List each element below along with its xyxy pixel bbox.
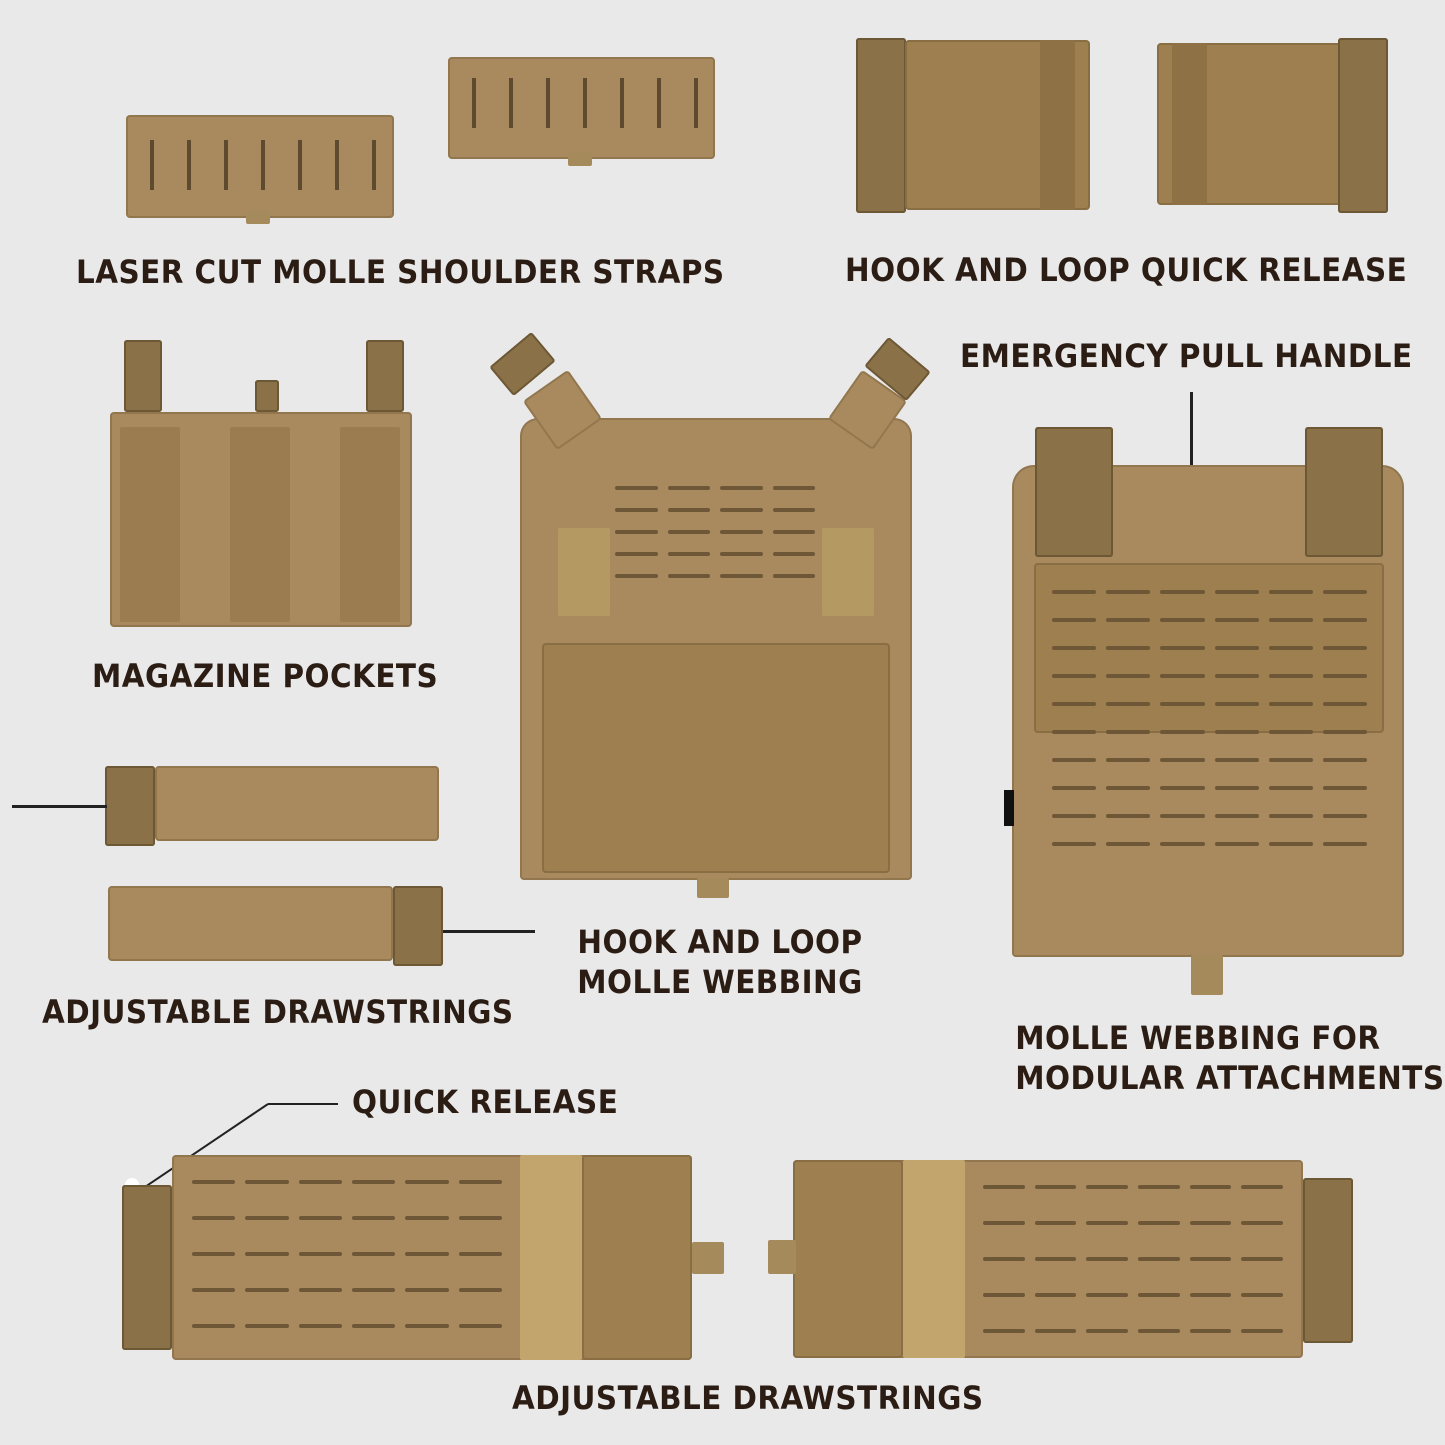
label-hook-loop-quick-release: HOOK AND LOOP QUICK RELEASE — [845, 251, 1408, 289]
label-hook-loop-molle-1: HOOK AND LOOP — [577, 923, 863, 961]
drawstring-cord-lower — [443, 930, 535, 933]
strap-tab — [568, 152, 592, 166]
shoulder-strap-left — [126, 115, 394, 224]
shoulder-strap-right — [448, 57, 715, 166]
drawstring-cord-upper — [12, 805, 107, 808]
front-plate-carrier — [520, 418, 912, 880]
back-buckle-right — [1305, 427, 1383, 557]
mag-buckle-center — [255, 380, 279, 412]
label-molle-modular-2: MODULAR ATTACHMENTS — [1015, 1059, 1445, 1097]
drawstring-buckle-lower — [393, 886, 443, 966]
quick-release-buckle-left — [856, 38, 906, 213]
quick-release-panel-left — [905, 40, 1090, 210]
callout-line-handle — [1190, 392, 1193, 480]
label-magazine-pockets: MAGAZINE POCKETS — [92, 657, 439, 695]
label-adjustable-drawstrings-bottom: ADJUSTABLE DRAWSTRINGS — [512, 1379, 984, 1417]
cummerbund-left-tab — [692, 1242, 724, 1274]
drawstring-buckle-upper — [105, 766, 155, 846]
cummerbund-right — [793, 1160, 1303, 1358]
back-bottom-tab — [1191, 955, 1223, 995]
label-emergency-pull-handle: EMERGENCY PULL HANDLE — [960, 337, 1413, 375]
back-molle-grid — [1052, 590, 1367, 846]
label-adjustable-drawstrings-left: ADJUSTABLE DRAWSTRINGS — [42, 993, 514, 1031]
strap-tab — [246, 210, 270, 224]
label-molle-modular-1: MOLLE WEBBING FOR — [1015, 1019, 1381, 1057]
label-shoulder-straps: LASER CUT MOLLE SHOULDER STRAPS — [76, 253, 725, 291]
drawstring-strap-upper — [155, 766, 439, 841]
label-hook-loop-molle-2: MOLLE WEBBING — [577, 963, 863, 1001]
front-bottom-tab — [697, 878, 729, 898]
cummerbund-left-buckle — [122, 1185, 172, 1350]
front-velcro-panel — [542, 643, 890, 873]
cummerbund-right-buckle — [1303, 1178, 1353, 1343]
magazine-pouch-panel — [110, 412, 412, 627]
label-quick-release: QUICK RELEASE — [352, 1083, 619, 1121]
callout-line-quick-release — [268, 1103, 338, 1105]
mag-buckle-left — [124, 340, 162, 412]
quick-release-panel-right — [1157, 43, 1342, 205]
quick-release-buckle-right — [1338, 38, 1388, 213]
cummerbund-left — [172, 1155, 692, 1360]
front-molle-grid — [615, 486, 815, 578]
drawstring-strap-lower — [108, 886, 393, 961]
mag-buckle-right — [366, 340, 404, 412]
back-buckle-left — [1035, 427, 1113, 557]
brand-logo-tag — [1004, 790, 1014, 826]
cummerbund-right-tab — [768, 1240, 796, 1274]
